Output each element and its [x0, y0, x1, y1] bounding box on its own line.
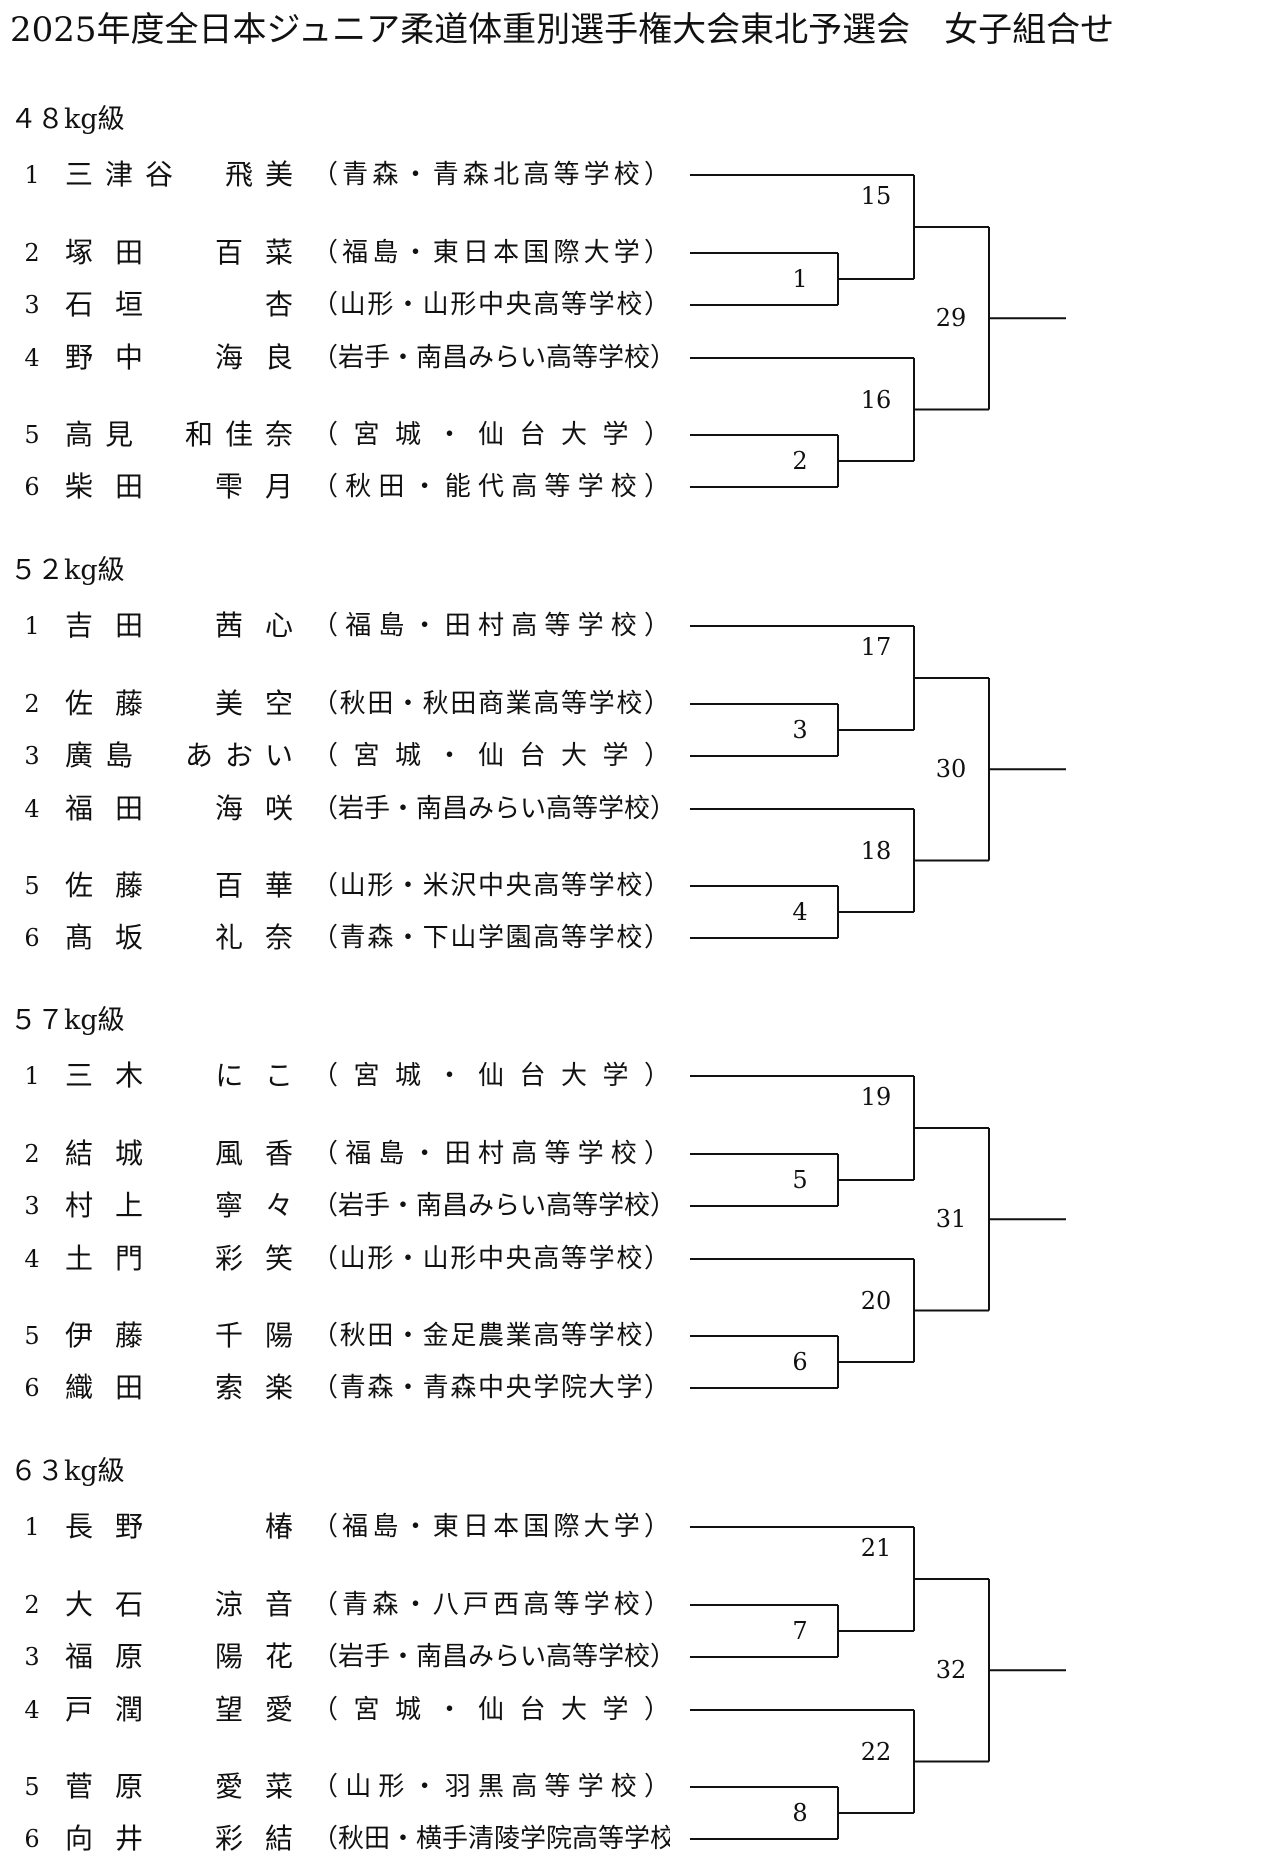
match-number: 2 [792, 447, 808, 475]
athlete-team: （岩手・南昌みらい高等学校） [312, 1642, 670, 1672]
athlete-seed-number: 6 [24, 473, 40, 501]
athlete-seed-number: 2 [24, 1140, 40, 1168]
athlete-team: （福島・田村高等学校） [312, 611, 670, 641]
athlete-seed-number: 1 [24, 1062, 40, 1090]
match-number: 7 [792, 1617, 808, 1645]
athlete-name: 塚田 百菜 [65, 237, 293, 269]
match-number: 3 [792, 716, 808, 744]
division-heading: ４８kg級 [10, 104, 125, 135]
athlete-seed-number: 4 [24, 1696, 40, 1724]
match-number: 19 [860, 1083, 892, 1111]
athlete-name: 髙坂 礼奈 [65, 922, 293, 954]
athlete-name: 大石 涼音 [65, 1589, 293, 1621]
athlete-seed-number: 1 [24, 612, 40, 640]
athlete-seed-number: 5 [24, 421, 40, 449]
athlete-name: 伊藤 千陽 [65, 1320, 293, 1352]
match-number: 30 [935, 755, 967, 784]
match-number: 21 [860, 1534, 892, 1562]
athlete-team: （秋田・秋田商業高等学校） [312, 689, 670, 719]
athlete-name: 向井 彩結 [65, 1823, 293, 1855]
athlete-team: （秋田・能代高等学校） [312, 472, 670, 502]
athlete-team: （岩手・南昌みらい高等学校） [312, 343, 670, 373]
athlete-seed-number: 4 [24, 795, 40, 823]
athlete-seed-number: 3 [24, 1643, 40, 1671]
athlete-team: （秋田・横手清陵学院高等学校） [312, 1824, 670, 1854]
division-heading: ５２kg級 [10, 555, 125, 586]
athlete-name: 土門 彩笑 [65, 1243, 293, 1275]
match-number: 15 [860, 182, 892, 210]
athlete-name: 柴田 雫月 [65, 471, 293, 503]
athlete-name: 福田 海咲 [65, 793, 293, 825]
match-number: 8 [792, 1799, 808, 1827]
athlete-team: （山形・米沢中央高等学校） [312, 871, 670, 901]
athlete-seed-number: 4 [24, 344, 40, 372]
athlete-seed-number: 2 [24, 1591, 40, 1619]
athlete-seed-number: 1 [24, 161, 40, 189]
athlete-seed-number: 3 [24, 742, 40, 770]
athlete-team: （青森・青森北高等学校） [312, 160, 670, 190]
athlete-name: 結城 風香 [65, 1138, 293, 1170]
athlete-seed-number: 3 [24, 1192, 40, 1220]
athlete-name: 長野 椿 [65, 1511, 293, 1543]
match-number: 22 [860, 1737, 892, 1766]
athlete-seed-number: 5 [24, 1322, 40, 1350]
match-number: 32 [935, 1656, 967, 1685]
match-number: 5 [792, 1166, 808, 1194]
athlete-seed-number: 2 [24, 690, 40, 718]
match-number: 31 [935, 1205, 967, 1234]
division-heading: ５７kg級 [10, 1005, 125, 1036]
athlete-team: （青森・八戸西高等学校） [312, 1590, 670, 1620]
athlete-name: 佐藤 百華 [65, 870, 293, 902]
athlete-seed-number: 5 [24, 1773, 40, 1801]
athlete-team: （福島・東日本国際大学） [312, 1512, 670, 1542]
match-number: 20 [860, 1286, 892, 1315]
page-title: 2025年度全日本ジュニア柔道体重別選手権大会東北予選会 女子組合せ [10, 10, 1115, 50]
athlete-team: （山形・山形中央高等学校） [312, 1244, 670, 1274]
match-number: 17 [860, 633, 892, 661]
athlete-seed-number: 3 [24, 291, 40, 319]
athlete-name: 菅原 愛菜 [65, 1771, 293, 1803]
athlete-name: 高見 和佳奈 [65, 419, 293, 451]
athlete-name: 福原 陽花 [65, 1641, 293, 1673]
athlete-name: 村上 寧々 [65, 1190, 293, 1222]
match-number: 6 [792, 1348, 808, 1376]
athlete-team: （福島・田村高等学校） [312, 1139, 670, 1169]
athlete-team: （岩手・南昌みらい高等学校） [312, 1191, 670, 1221]
athlete-team: （福島・東日本国際大学） [312, 238, 670, 268]
athlete-name: 野中 海良 [65, 342, 293, 374]
match-number: 18 [860, 836, 892, 865]
athlete-seed-number: 2 [24, 239, 40, 267]
athlete-seed-number: 1 [24, 1513, 40, 1541]
athlete-team: （山形・山形中央高等学校） [312, 290, 670, 320]
athlete-team: （宮城・仙台大学） [312, 1061, 670, 1091]
athlete-team: （山形・羽黒高等学校） [312, 1772, 670, 1802]
athlete-name: 石垣 杏 [65, 289, 293, 321]
athlete-team: （秋田・金足農業高等学校） [312, 1321, 670, 1351]
athlete-name: 佐藤 美空 [65, 688, 293, 720]
athlete-team: （青森・青森中央学院大学） [312, 1373, 670, 1403]
athlete-team: （青森・下山学園高等学校） [312, 923, 670, 953]
match-number: 4 [792, 898, 808, 926]
athlete-name: 吉田 茜心 [65, 610, 293, 642]
athlete-name: 廣島 あおい [65, 740, 293, 772]
athlete-seed-number: 6 [24, 1825, 40, 1853]
athlete-team: （岩手・南昌みらい高等学校） [312, 794, 670, 824]
athlete-seed-number: 6 [24, 924, 40, 952]
athlete-team: （宮城・仙台大学） [312, 420, 670, 450]
match-number: 16 [860, 385, 892, 414]
athlete-name: 戸潤 望愛 [65, 1694, 293, 1726]
match-number: 29 [935, 304, 967, 333]
athlete-seed-number: 4 [24, 1245, 40, 1273]
division-heading: ６３kg級 [10, 1456, 125, 1487]
athlete-seed-number: 6 [24, 1374, 40, 1402]
athlete-name: 三木 にこ [65, 1060, 293, 1092]
athlete-team: （宮城・仙台大学） [312, 741, 670, 771]
athlete-name: 三津谷 飛美 [65, 159, 293, 191]
athlete-team: （宮城・仙台大学） [312, 1695, 670, 1725]
athlete-name: 織田 索楽 [65, 1372, 293, 1404]
match-number: 1 [792, 265, 808, 293]
athlete-seed-number: 5 [24, 872, 40, 900]
